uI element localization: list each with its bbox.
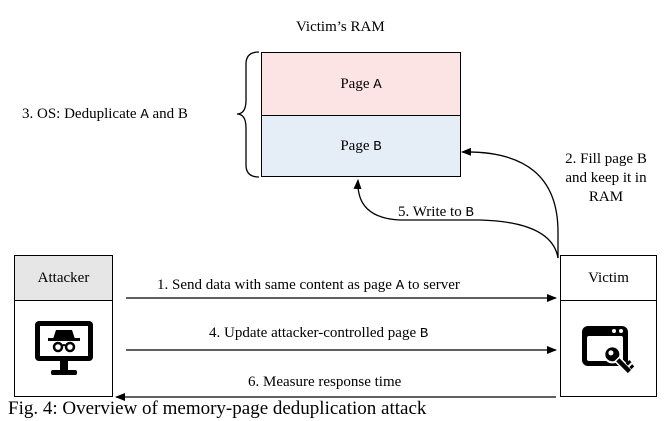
update-page-label: 4. Update attacker-controlled page B — [209, 325, 429, 342]
write-arrow — [353, 179, 559, 259]
os-deduplicate-label: 3. OS: Deduplicate A and B — [22, 106, 188, 123]
browser-key-icon — [581, 326, 634, 376]
attacker-label: Attacker — [37, 270, 90, 286]
victim-box: Victim — [560, 255, 657, 397]
send-data-label: 1. Send data with same content as page A… — [157, 277, 460, 294]
figure-caption: Fig. 4: Overview of memory-page deduplic… — [8, 398, 427, 419]
ram-title: Victim’s RAM — [296, 19, 385, 35]
page-b-label: Page B — [340, 137, 382, 155]
measure-time-label: 6. Measure response time — [248, 374, 402, 390]
attacker-header: Attacker — [15, 256, 112, 301]
spy-monitor-icon — [34, 321, 93, 375]
page-b-box: Page B — [261, 115, 461, 177]
dedup-brace — [236, 51, 260, 178]
fill-page-label: 2. Fill page B and keep it in RAM — [565, 151, 647, 205]
victim-icon-area — [561, 301, 656, 397]
attacker-box: Attacker — [14, 255, 113, 397]
victim-header: Victim — [561, 256, 656, 301]
write-step-label: 5. Write to B — [398, 204, 474, 221]
attacker-icon-area — [15, 301, 112, 397]
victim-label: Victim — [588, 270, 629, 286]
page-a-label: Page A — [340, 75, 382, 93]
fill-page-arrow — [461, 147, 559, 258]
